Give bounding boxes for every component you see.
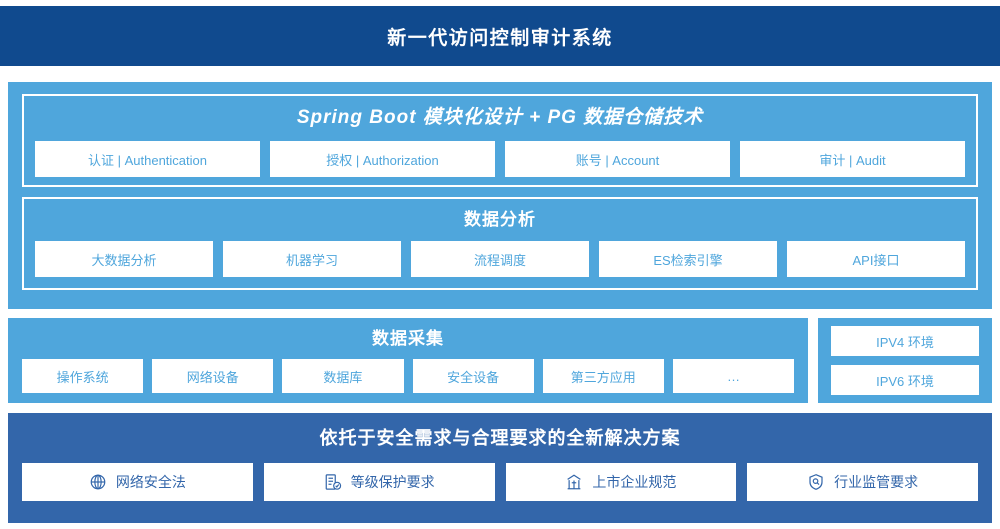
spring-boot-chip-row: 认证 | Authentication 授权 | Authorization 账… [35,141,965,177]
analysis-chip-big-data[interactable]: 大数据分析 [35,241,213,277]
shield-search-icon [807,473,825,491]
data-analysis-chip-row: 大数据分析 机器学习 流程调度 ES检索引擎 API接口 [35,241,965,277]
solution-compliance-panel: 依托于安全需求与合理要求的全新解决方案 网络安全法 [8,413,992,523]
collection-chip-security-device[interactable]: 安全设备 [412,359,534,393]
compliance-chip-classified-protection[interactable]: 等级保护要求 [263,463,495,501]
module-chip-authentication[interactable]: 认证 | Authentication [35,141,260,177]
module-chip-authorization[interactable]: 授权 | Authorization [270,141,495,177]
module-chip-label: 账号 | Account [575,152,660,168]
module-chip-account[interactable]: 账号 | Account [505,141,730,177]
collection-chip-third-party-app[interactable]: 第三方应用 [542,359,664,393]
module-chip-audit[interactable]: 审计 | Audit [740,141,965,177]
compliance-chip-cybersecurity-law[interactable]: 网络安全法 [22,463,253,501]
collection-chip-label: 第三方应用 [570,369,636,385]
compliance-chip-label: 等级保护要求 [350,474,435,490]
compliance-chip-label: 网络安全法 [115,474,186,490]
page-title: 新一代访问控制审计系统 [387,27,613,49]
collection-chip-network-device[interactable]: 网络设备 [152,359,274,393]
compliance-chip-listed-company-standard[interactable]: 上市企业规范 [505,463,737,501]
collection-chip-label: … [726,368,740,384]
analysis-chip-es-search-engine[interactable]: ES检索引擎 [599,241,777,277]
collection-chip-database[interactable]: 数据库 [282,359,404,393]
collection-chip-label: 网络设备 [186,369,239,385]
collection-chip-label: 安全设备 [447,369,500,385]
data-analysis-group: 数据分析 大数据分析 机器学习 流程调度 ES检索引擎 API接口 [22,197,978,290]
compliance-chip-label: 行业监管要求 [834,474,919,490]
data-analysis-group-title: 数据分析 [464,210,536,229]
module-chip-label: 授权 | Authorization [326,152,439,168]
collection-chip-operating-system[interactable]: 操作系统 [22,359,144,393]
analysis-chip-process-scheduling[interactable]: 流程调度 [411,241,589,277]
collection-chip-label: 操作系统 [56,369,109,385]
analysis-chip-label: 流程调度 [473,252,526,268]
environment-chip-label: IPV6 环境 [876,373,934,389]
compliance-chip-label: 上市企业规范 [592,474,677,490]
data-collection-title: 数据采集 [372,329,444,348]
analysis-chip-label: 机器学习 [285,252,338,268]
environment-chip-label: IPV4 环境 [876,334,934,350]
analysis-chip-label: API接口 [852,252,900,268]
analysis-chip-label: 大数据分析 [91,252,157,268]
solution-chip-row: 网络安全法 等级保护要求 [22,463,978,501]
page-header: 新一代访问控制审计系统 [0,6,1000,66]
document-check-icon [324,473,342,491]
network-environment-panel: IPV4 环境 IPV6 环境 [818,318,992,403]
module-chip-label: 认证 | Authentication [88,152,207,168]
bank-building-icon [565,473,583,491]
spring-boot-module-group: Spring Boot 模块化设计 + PG 数据仓储技术 认证 | Authe… [22,94,978,187]
module-chip-label: 审计 | Audit [819,152,886,168]
collection-chip-label: 数据库 [323,369,363,385]
environment-chip-ipv6[interactable]: IPV6 环境 [831,365,979,395]
environment-chip-ipv4[interactable]: IPV4 环境 [831,326,979,356]
spring-boot-group-title: Spring Boot 模块化设计 + PG 数据仓储技术 [296,107,704,128]
analysis-chip-label: ES检索引擎 [653,252,723,268]
analysis-chip-api[interactable]: API接口 [787,241,965,277]
platform-layer-panel: Spring Boot 模块化设计 + PG 数据仓储技术 认证 | Authe… [8,82,992,309]
globe-icon [89,473,107,491]
collection-chip-more[interactable]: … [672,359,795,393]
analysis-chip-machine-learning[interactable]: 机器学习 [223,241,401,277]
data-collection-panel: 数据采集 操作系统 网络设备 数据库 安全设备 第三方应用 … [8,318,808,403]
data-collection-chip-row: 操作系统 网络设备 数据库 安全设备 第三方应用 … [22,359,795,393]
solution-title: 依托于安全需求与合理要求的全新解决方案 [319,428,681,448]
compliance-chip-industry-regulation[interactable]: 行业监管要求 [747,463,978,501]
